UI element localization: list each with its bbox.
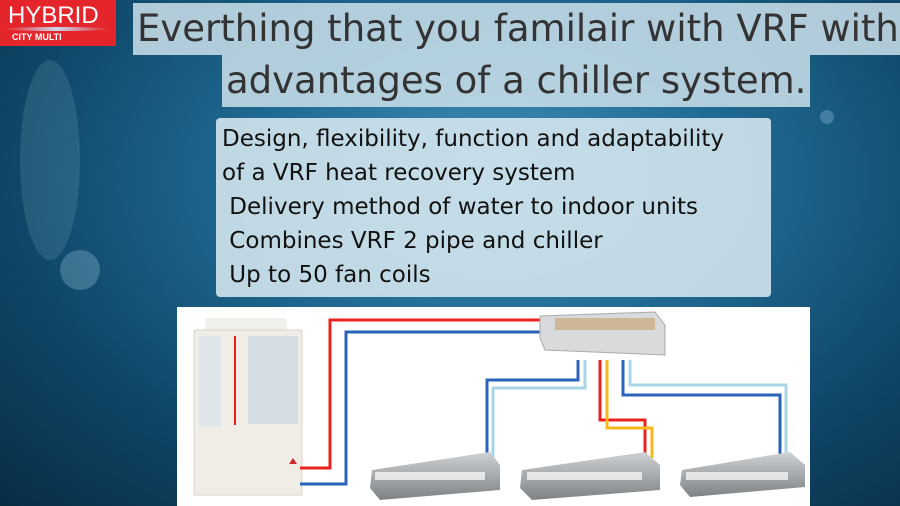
bullet-item: Design, flexibility, function and adapta… (222, 126, 725, 152)
water-bubble (60, 250, 100, 290)
system-diagram (177, 307, 810, 506)
water-bubble (820, 110, 834, 124)
title-line-2: advantages of a chiller system. (222, 55, 811, 107)
outdoor-unit (193, 318, 303, 496)
logo-wave (4, 27, 110, 31)
title-line-1: Everthing that you familair with VRF wit… (133, 3, 900, 55)
bullet-item: Combines VRF 2 pipe and chiller (222, 228, 603, 254)
logo-brand: HYBRID (8, 2, 99, 29)
logo-sub: CITY MULTI (12, 32, 62, 42)
fan-coil-unit (370, 452, 500, 500)
bullet-item: Delivery method of water to indoor units (222, 194, 698, 220)
fan-coil-unit (680, 452, 805, 497)
pipes (300, 318, 788, 486)
branch-controller (539, 311, 666, 356)
bullet-item: of a VRF heat recovery system (222, 160, 576, 186)
hybrid-city-multi-logo: HYBRID CITY MULTI (0, 0, 116, 46)
bullet-list: Design, flexibility, function and adapta… (216, 118, 771, 297)
water-bubble (20, 60, 80, 260)
fan-coil-unit (520, 452, 660, 500)
bullet-item: Up to 50 fan coils (222, 262, 431, 288)
